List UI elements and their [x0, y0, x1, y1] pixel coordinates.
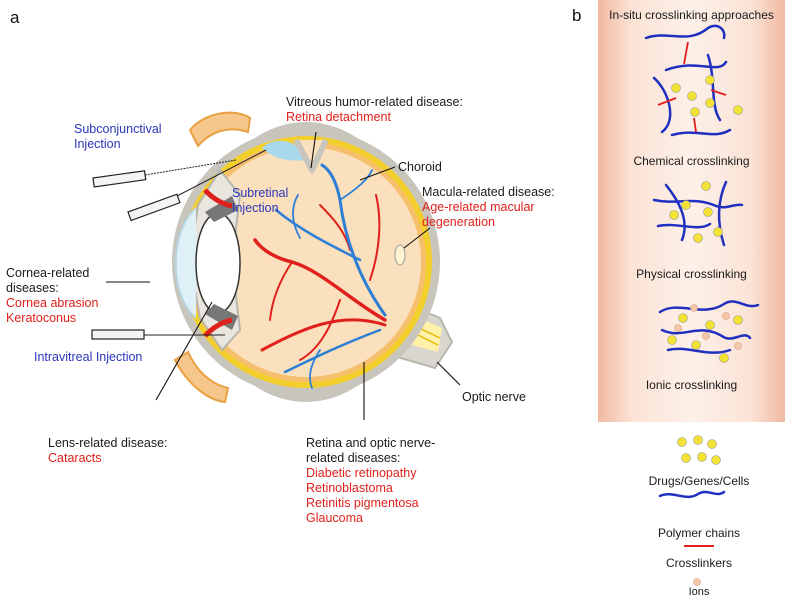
lens-disease-label: Lens-related disease: Cataracts: [48, 436, 168, 465]
legend-polymer-label: Polymer chains: [657, 526, 741, 540]
intravitreal-injection-label: Intravitreal Injection: [34, 350, 143, 364]
crosslinking-title: In-situ crosslinking approaches: [609, 8, 774, 22]
physical-crosslinking-label: Physical crosslinking: [636, 267, 747, 281]
lens: [195, 212, 241, 314]
macula-disease-label: Macula-related disease: Age-related macu…: [422, 185, 555, 229]
legend-graphics: [658, 435, 726, 586]
crosslinking-panel: In-situ crosslinking approaches Chemical…: [598, 0, 785, 422]
optic-nerve-label: Optic nerve: [462, 390, 526, 404]
vitreous-disease-label: Vitreous humor-related disease: Retina d…: [286, 95, 463, 124]
cornea-disease-label: Cornea-related diseases: Cornea abrasion…: [6, 266, 99, 325]
iris-bottom: [205, 304, 238, 330]
iris-top: [205, 196, 238, 222]
pointer-lines: [106, 131, 461, 420]
legend-crosslinker-label: Crosslinkers: [665, 556, 732, 570]
legend-drugs-symbol: [677, 435, 721, 465]
legend-ion-symbol: [693, 578, 701, 586]
upper-muscle: [188, 111, 252, 148]
syringe-intravitreal: [91, 329, 225, 340]
panel-letter-a: a: [10, 8, 20, 27]
legend-drugs-label: Drugs/Genes/Cells: [648, 474, 750, 488]
retina-disease-label: Retina and optic nerve- related diseases…: [306, 436, 436, 525]
macula: [394, 244, 406, 266]
chemical-crosslinking-label: Chemical crosslinking: [633, 154, 750, 168]
crosslinking-graphics: [644, 24, 760, 363]
ionic-network: [658, 300, 760, 363]
panel-letter-b: b: [572, 6, 582, 25]
eye-illustration: [91, 111, 461, 420]
cornea: [174, 207, 197, 319]
choroid-label: Choroid: [398, 160, 442, 174]
ionic-crosslinking-label: Ionic crosslinking: [645, 378, 738, 392]
legend-ion-label: Ions: [688, 586, 710, 598]
legend-polymer-symbol: [658, 490, 726, 499]
blood-vessels: [253, 163, 387, 389]
syringe-subretinal: [127, 149, 267, 222]
syringe-subconjunctival: [92, 159, 237, 188]
subretinal-bleb: [262, 140, 306, 161]
lower-muscle: [173, 350, 230, 404]
physical-network: [652, 180, 744, 247]
chemical-network: [644, 24, 743, 137]
